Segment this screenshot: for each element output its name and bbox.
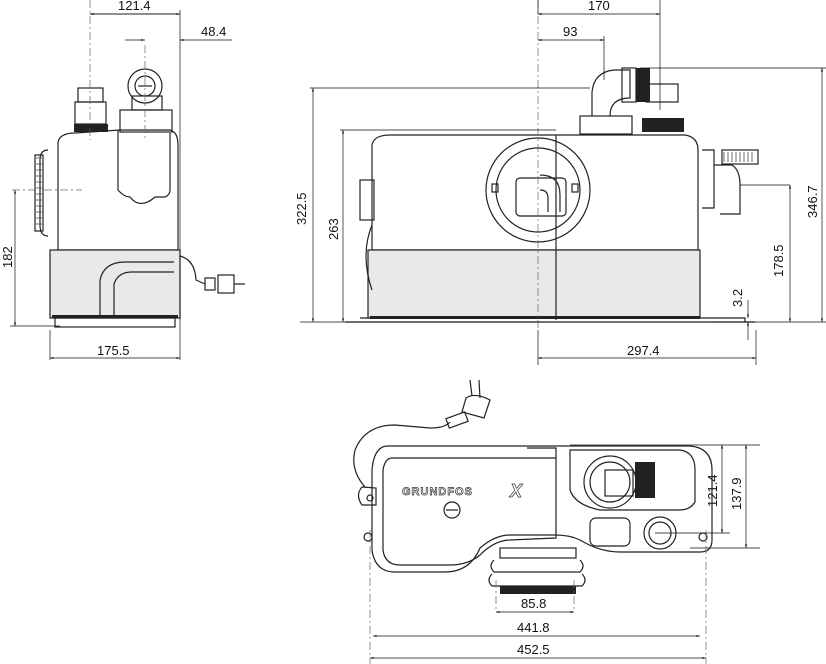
dim-front-height-max: 346.7 xyxy=(805,185,820,218)
dim-front-foot-height: 3.2 xyxy=(730,289,745,307)
dim-front-outlet-offset: 93 xyxy=(563,24,577,39)
dim-top-inlet-diameter: 85.8 xyxy=(521,596,546,611)
dim-front-half-width: 297.4 xyxy=(627,343,660,358)
side-view: 121.4 48.4 182 175.5 xyxy=(0,0,245,360)
dim-front-height-total: 322.5 xyxy=(294,192,309,225)
logo-text: GRUNDFOS xyxy=(402,486,473,498)
front-view: 170 93 322.5 263 346.7 178.5 3.2 297.4 xyxy=(294,0,826,365)
dim-side-outlet-offset: 48.4 xyxy=(201,24,226,39)
top-view: GRUNDFOS X 121.4 137.9 85.8 441.8 452.5 xyxy=(353,379,760,664)
dim-top-inner-depth: 121.4 xyxy=(705,474,720,507)
dim-top-mount-width: 441.8 xyxy=(517,620,550,635)
dim-side-inlet-height: 182 xyxy=(0,246,15,268)
dim-side-top-width: 121.4 xyxy=(118,0,151,13)
dim-side-depth: 175.5 xyxy=(97,343,130,358)
dim-front-height-body: 263 xyxy=(326,218,341,240)
dim-top-overall-width: 452.5 xyxy=(517,642,550,657)
logo-mark: X xyxy=(509,481,523,501)
dim-top-outer-depth: 137.9 xyxy=(729,477,744,510)
dim-front-outlet-to-edge: 170 xyxy=(588,0,610,13)
dim-front-inlet-height: 178.5 xyxy=(771,244,786,277)
